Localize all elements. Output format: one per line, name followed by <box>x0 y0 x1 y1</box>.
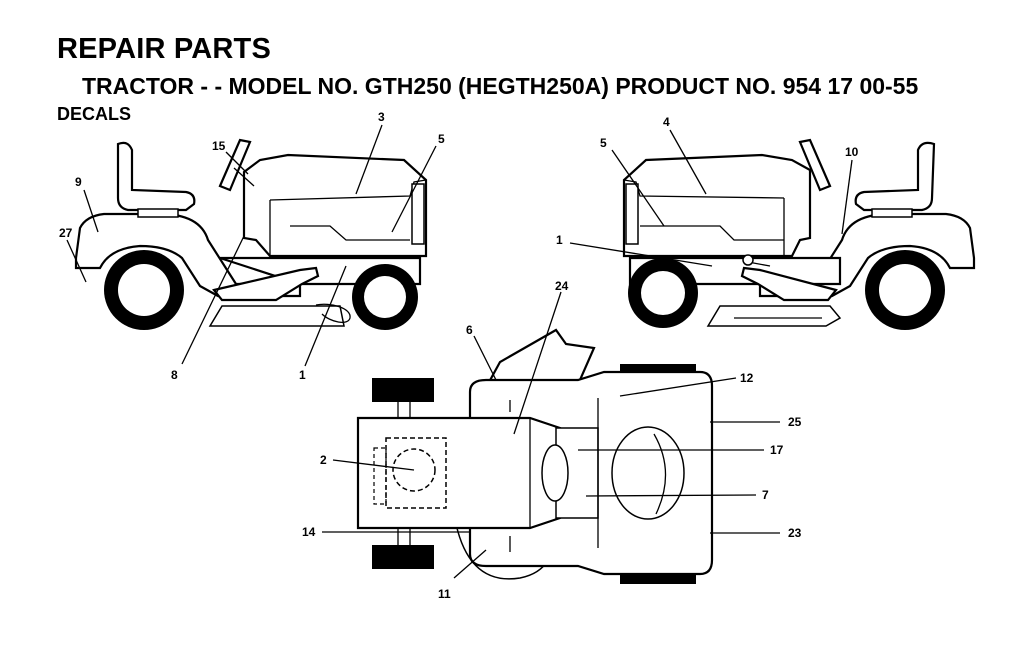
model-subtitle: TRACTOR - - MODEL NO. GTH250 (HEGTH250A)… <box>82 73 919 99</box>
callout-right-1: 1 <box>556 233 563 247</box>
callout-left-5: 5 <box>438 132 445 146</box>
callout-right-5: 5 <box>600 136 607 150</box>
callout-left-27: 27 <box>59 226 73 240</box>
callout-top-2: 2 <box>320 453 327 467</box>
tractor-top-view: 24 6 12 25 2 17 7 14 23 11 <box>302 279 802 601</box>
callout-top-12: 12 <box>740 371 754 385</box>
callout-top-24: 24 <box>555 279 569 293</box>
callout-top-14: 14 <box>302 525 316 539</box>
callout-top-17: 17 <box>770 443 784 457</box>
tractor-right-view: 4 5 10 1 <box>556 115 976 330</box>
callout-right-10: 10 <box>845 145 859 159</box>
page-title: REPAIR PARTS <box>57 33 272 65</box>
tractor-left-view: 15 3 5 9 27 8 1 <box>59 110 445 382</box>
callout-left-8: 8 <box>171 368 178 382</box>
callout-left-3: 3 <box>378 110 385 124</box>
callout-top-25: 25 <box>788 415 802 429</box>
callout-top-6: 6 <box>466 323 473 337</box>
callout-top-23: 23 <box>788 526 802 540</box>
callout-left-9: 9 <box>75 175 82 189</box>
section-heading: DECALS <box>57 104 132 124</box>
callout-top-11: 11 <box>438 587 451 601</box>
callout-left-1: 1 <box>299 368 306 382</box>
callout-right-4: 4 <box>663 115 670 129</box>
callout-left-15: 15 <box>212 139 226 153</box>
callout-top-7: 7 <box>762 488 769 502</box>
